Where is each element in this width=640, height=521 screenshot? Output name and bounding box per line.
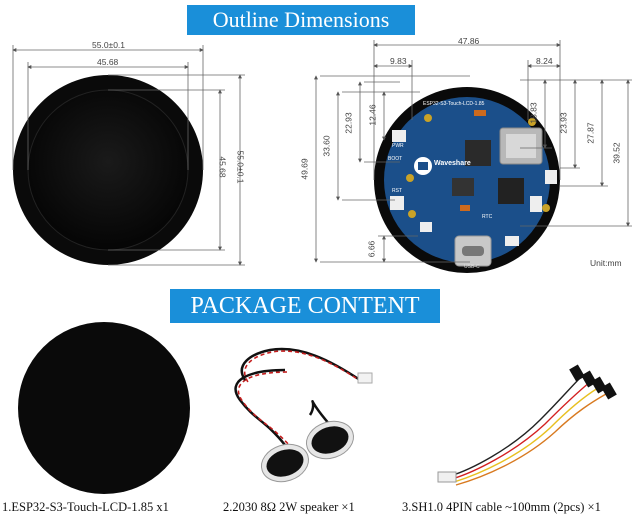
outer-height-label: 55.0±0.1 <box>235 150 246 184</box>
board-rear-view <box>374 87 560 273</box>
package-cable-image <box>437 364 617 486</box>
right-27-87-label: 27.87 <box>585 122 596 144</box>
height-49-69-label: 49.69 <box>299 158 310 180</box>
right-39-52-label: 39.52 <box>611 142 622 164</box>
right-23-93-label: 23.93 <box>558 112 569 134</box>
board-dimension-lines <box>314 40 632 263</box>
silk-usb: USB-C <box>464 264 480 270</box>
right-18-83-label: 18.83 <box>528 102 539 124</box>
silk-pwr: PWR <box>392 143 404 149</box>
outline-dimensions-banner: Outline Dimensions <box>187 5 415 35</box>
height-6-66-label: 6.66 <box>366 240 377 258</box>
board-total-width-label: 47.86 <box>458 36 480 46</box>
outer-width-label: 55.0±0.1 <box>92 40 126 50</box>
inner-height-label: 45.68 <box>217 156 228 178</box>
silk-brand: Waveshare <box>434 160 471 167</box>
height-22-93-label: 22.93 <box>343 112 354 134</box>
caption-item-2: 2.2030 8Ω 2W speaker ×1 <box>223 500 355 514</box>
package-display-image <box>18 322 190 494</box>
silk-boot: BOOT <box>388 156 403 162</box>
left-dimension-lines <box>12 45 245 266</box>
silk-title: ESP32-S3-Touch-LCD-1.85 <box>423 101 485 107</box>
silk-rst: RST <box>392 188 402 194</box>
inner-width-label: 45.68 <box>97 57 119 67</box>
board-right-offset-label: 8.24 <box>536 56 553 66</box>
height-12-46-label: 12.46 <box>367 104 378 126</box>
unit-label: Unit:mm <box>590 258 622 268</box>
board-left-offset-label: 9.83 <box>390 56 407 66</box>
height-33-60-label: 33.60 <box>321 135 332 157</box>
caption-item-3: 3.SH1.0 4PIN cable ~100mm (2pcs) ×1 <box>402 500 601 514</box>
caption-item-1: 1.ESP32-S3-Touch-LCD-1.85 x1 <box>2 500 169 514</box>
package-speaker-image <box>234 347 373 483</box>
package-content-banner: PACKAGE CONTENT <box>170 289 440 323</box>
silk-rtc: RTC <box>482 214 493 220</box>
display-front-view <box>13 75 203 265</box>
